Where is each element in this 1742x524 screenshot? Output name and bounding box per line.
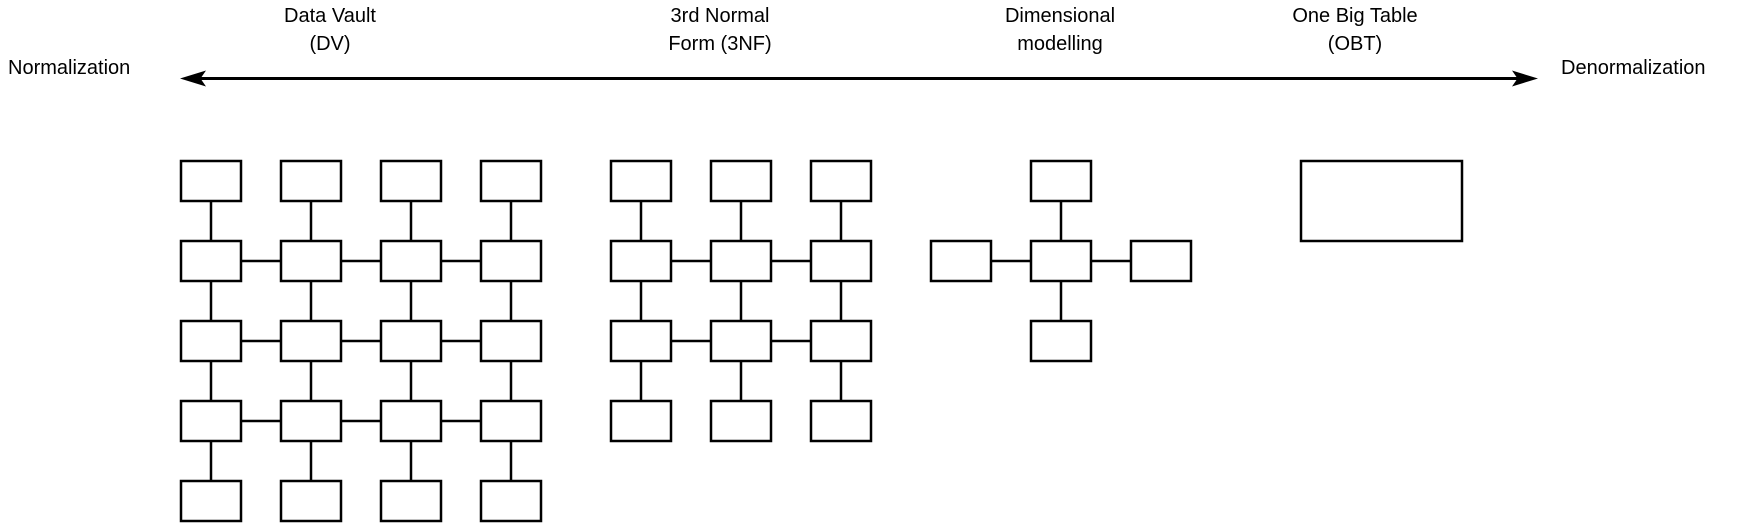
table-box	[1129, 239, 1193, 283]
third-normal-form-schema-cluster	[609, 159, 873, 443]
arrowhead-left-icon	[180, 70, 206, 87]
table-box	[379, 159, 443, 203]
axis-label-normalization: Normalization	[8, 57, 131, 79]
table-box	[379, 239, 443, 283]
table-box	[479, 319, 543, 363]
table-box	[709, 239, 773, 283]
table-box	[609, 239, 673, 283]
spectrum-arrow	[180, 70, 1538, 87]
data-vault-schema-cluster	[179, 159, 543, 523]
method-label-dimensional-modelling: Dimensional modelling	[1004, 5, 1116, 55]
table-box	[809, 319, 873, 363]
table-box	[929, 239, 993, 283]
table-box	[709, 399, 773, 443]
table-box	[379, 319, 443, 363]
table-box	[1029, 159, 1093, 203]
table-box	[1299, 159, 1464, 243]
table-box	[279, 159, 343, 203]
table-box	[479, 159, 543, 203]
table-box	[479, 479, 543, 523]
table-box	[609, 399, 673, 443]
method-label-one-big-table: One Big Table (OBT)	[1292, 5, 1418, 55]
dimensional-star-schema-cluster	[929, 159, 1193, 363]
table-box	[609, 159, 673, 203]
table-box	[479, 239, 543, 283]
table-box	[1029, 319, 1093, 363]
one-big-table-cluster	[1299, 159, 1464, 243]
axis-label-denormalization: Denormalization	[1561, 57, 1706, 79]
method-label-data-vault: Data Vault (DV)	[284, 5, 376, 55]
table-box	[179, 319, 243, 363]
table-box	[1029, 239, 1093, 283]
table-box	[479, 399, 543, 443]
table-box	[179, 239, 243, 283]
table-box	[279, 239, 343, 283]
table-box	[179, 399, 243, 443]
method-label-third-normal-form: 3rd Normal Form (3NF)	[668, 5, 772, 55]
table-box	[379, 479, 443, 523]
table-box	[709, 159, 773, 203]
table-box	[809, 159, 873, 203]
table-box	[179, 159, 243, 203]
table-box	[809, 239, 873, 283]
table-box	[179, 479, 243, 523]
table-box	[279, 479, 343, 523]
table-box	[279, 319, 343, 363]
table-box	[379, 399, 443, 443]
arrowhead-right-icon	[1512, 70, 1538, 87]
table-box	[279, 399, 343, 443]
table-box	[809, 399, 873, 443]
table-box	[709, 319, 773, 363]
table-box	[609, 319, 673, 363]
